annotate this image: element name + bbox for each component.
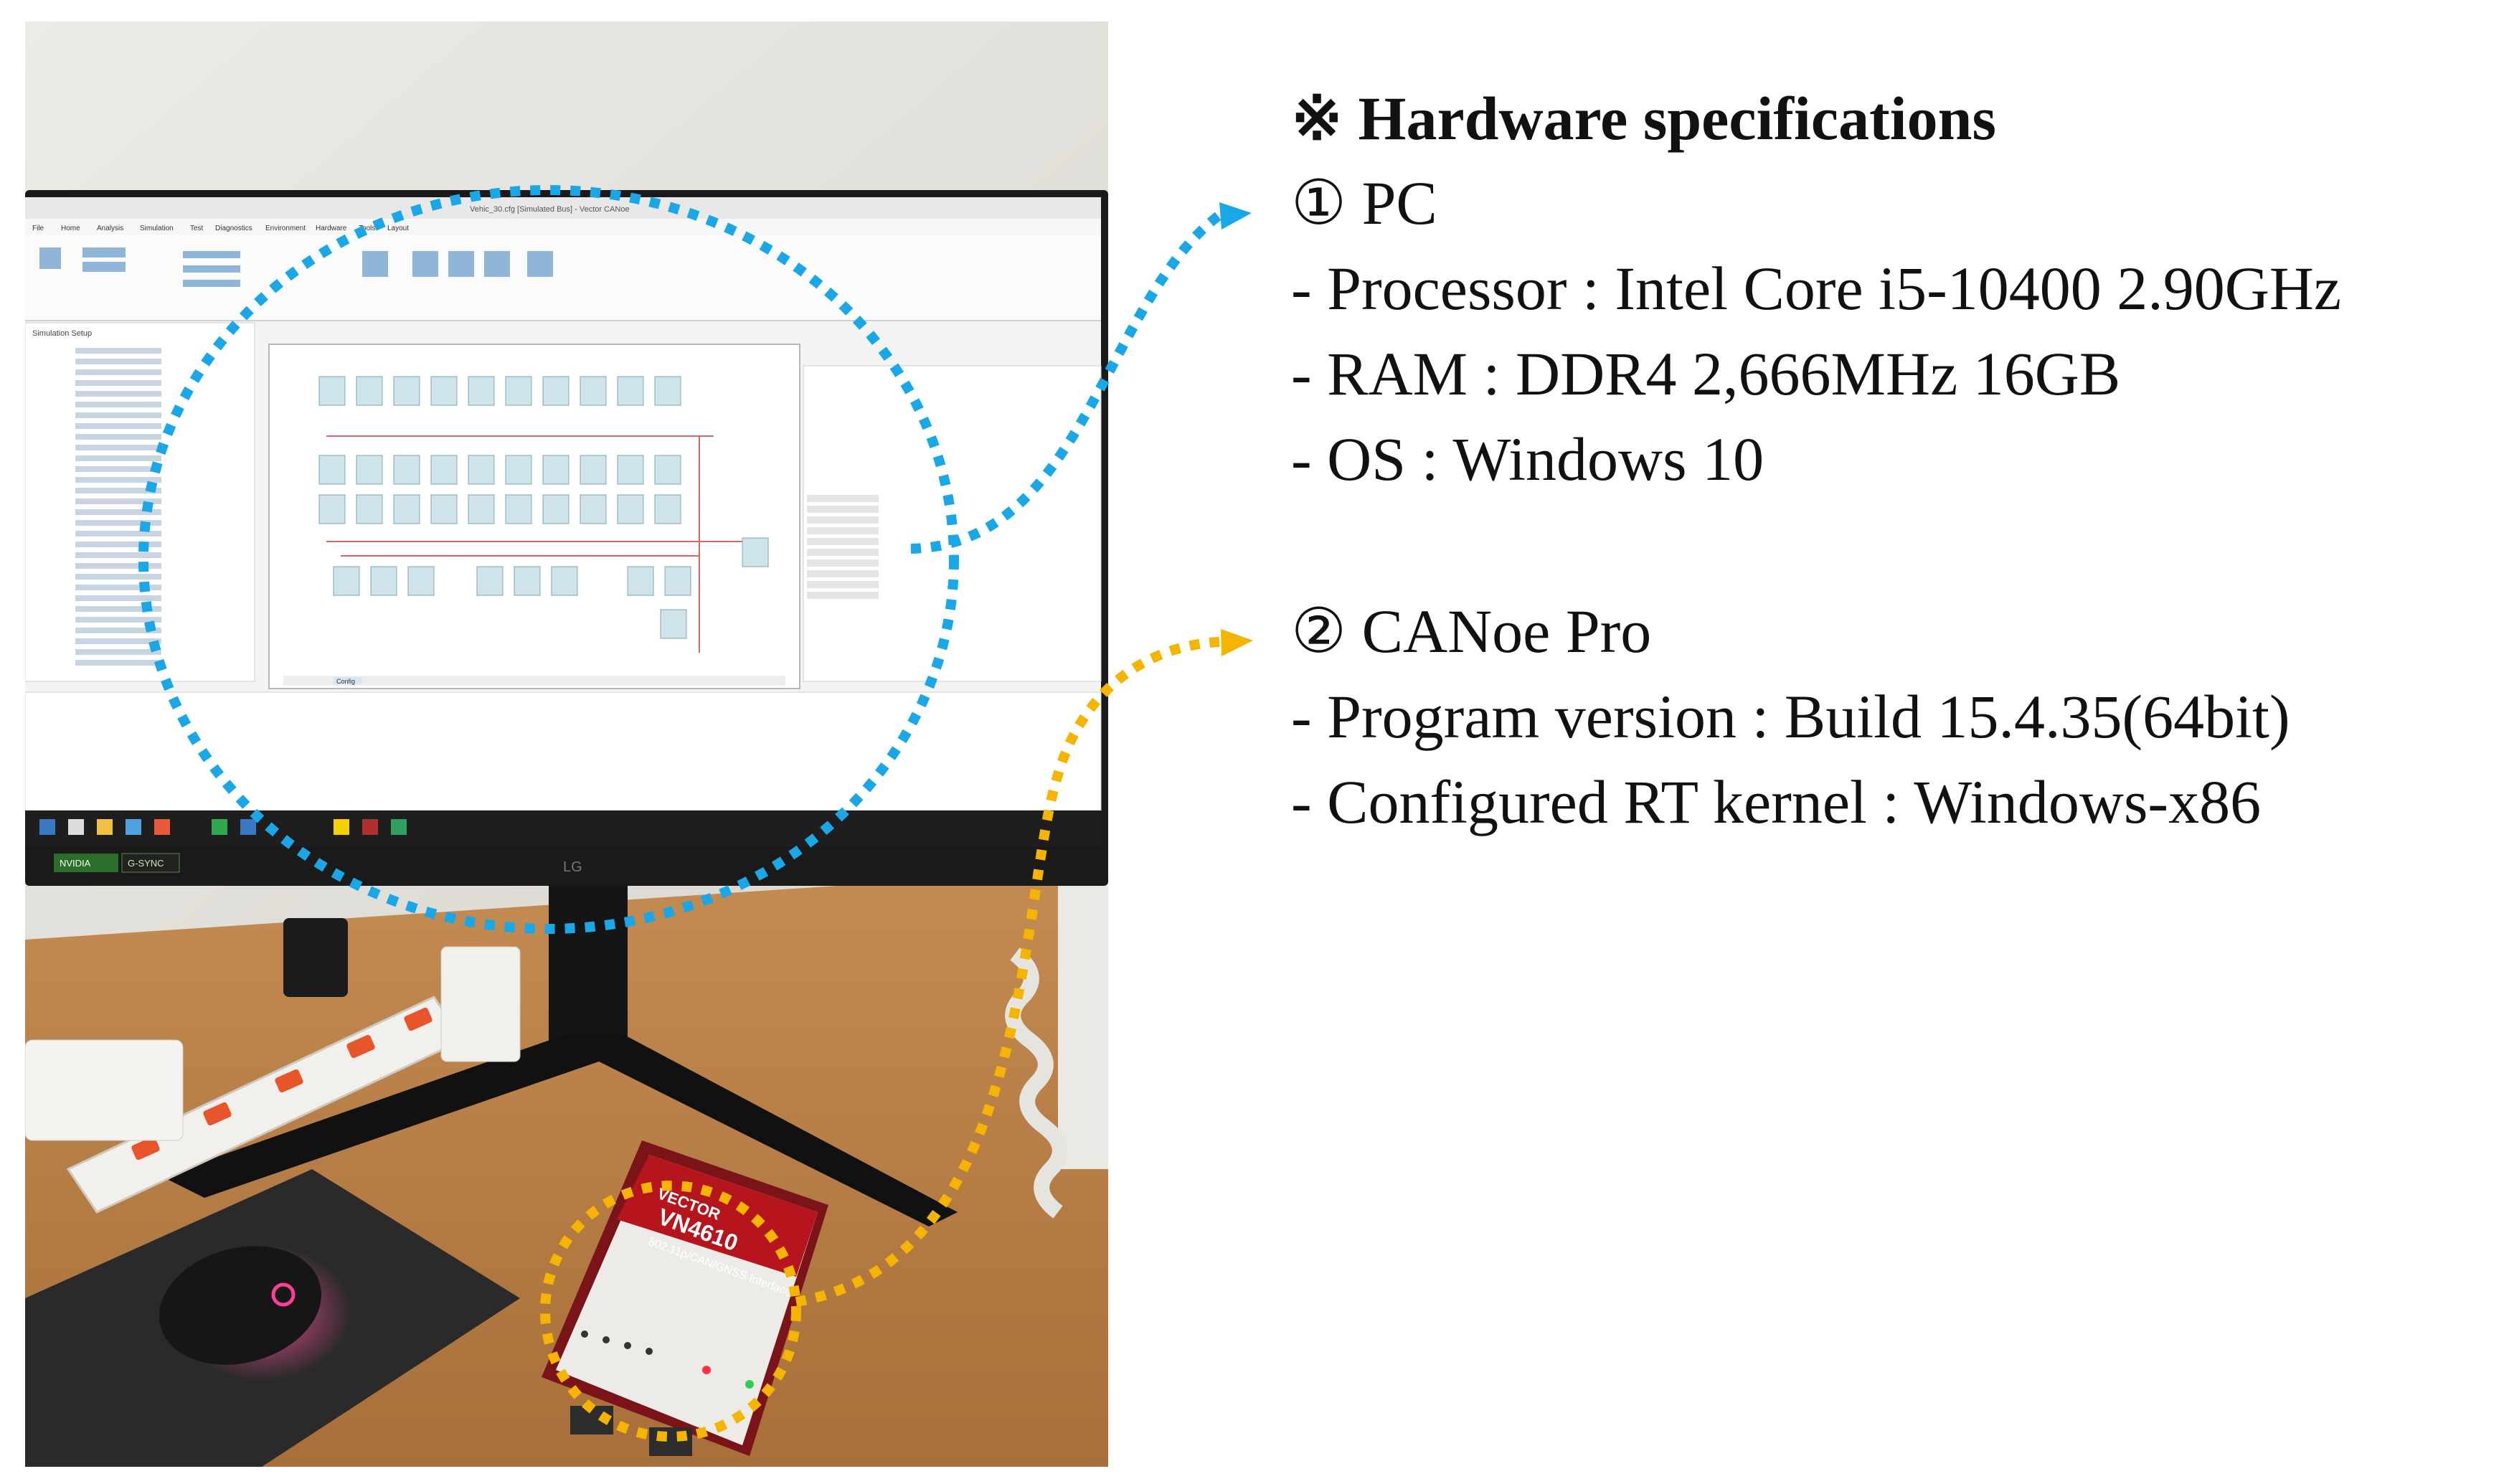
device-connector — [649, 1427, 692, 1456]
section-title-canoe: ② CANoe Pro — [1291, 597, 1652, 666]
power-adapter — [283, 918, 348, 997]
gsync-badge-text: G-SYNC — [128, 858, 164, 869]
ribbon-tab[interactable]: File — [32, 225, 44, 232]
device-connector — [570, 1406, 613, 1435]
simulation-window — [268, 344, 800, 689]
taskbar — [25, 810, 1101, 846]
ribbon-tab[interactable]: Tools — [359, 225, 375, 232]
spec-item-ram: - RAM : DDR4 2,666MHz 16GB — [1291, 339, 2121, 408]
section-title-pc: ① PC — [1291, 169, 1437, 237]
window-title-text: Vehic_30.cfg [Simulated Bus] - Vector CA… — [470, 205, 630, 214]
ribbon-tab[interactable]: Test — [190, 225, 204, 232]
power-switches — [131, 1007, 433, 1161]
nvidia-badge-text: NVIDIA — [60, 858, 91, 869]
ribbon-tab[interactable]: Home — [61, 225, 80, 232]
bottom-tab-label: Config — [336, 678, 355, 685]
charger-block — [25, 1039, 184, 1141]
ribbon-tab[interactable]: Analysis — [97, 225, 123, 232]
sidebar-tree-items — [75, 348, 161, 666]
ribbon-tabs-bar — [25, 219, 1101, 235]
pc-arrowhead-icon — [1219, 202, 1252, 230]
sidebar-title: Simulation Setup — [32, 329, 92, 338]
write-window — [25, 691, 1102, 811]
photo-illustration: Vehic_30.cfg [Simulated Bus] - Vector CA… — [25, 22, 1108, 1467]
monitor-stand-neck — [549, 886, 628, 1044]
ribbon-tab[interactable]: Simulation — [140, 225, 174, 232]
ribbon-panel — [25, 235, 1101, 321]
spec-item-program-version: - Program version : Build 15.4.35(64bit) — [1291, 682, 2290, 751]
ribbon-tab[interactable]: Layout — [387, 225, 409, 232]
ribbon-tab[interactable]: Hardware — [316, 225, 347, 232]
mouse[interactable] — [146, 1229, 335, 1382]
monitor-logo: LG — [563, 859, 582, 875]
usb-hub — [440, 946, 521, 1062]
spec-item-processor: - Processor : Intel Core i5-10400 2.90GH… — [1291, 254, 2342, 323]
ribbon-tab[interactable]: Diagnostics — [215, 225, 252, 232]
spec-item-os: - OS : Windows 10 — [1291, 425, 1764, 493]
spec-item-rt-kernel: - Configured RT kernel : Windows-x86 — [1291, 767, 2262, 836]
side-device — [1058, 846, 1108, 1169]
specs-heading: ※ Hardware specifications — [1291, 84, 1996, 153]
hardware-photo: Vehic_30.cfg [Simulated Bus] - Vector CA… — [25, 22, 1108, 1467]
canoe-arrowhead-icon — [1221, 629, 1253, 656]
mouse-logo-icon — [271, 1282, 296, 1307]
nvidia-badge — [54, 854, 118, 872]
ribbon-tab[interactable]: Environment — [265, 225, 306, 232]
